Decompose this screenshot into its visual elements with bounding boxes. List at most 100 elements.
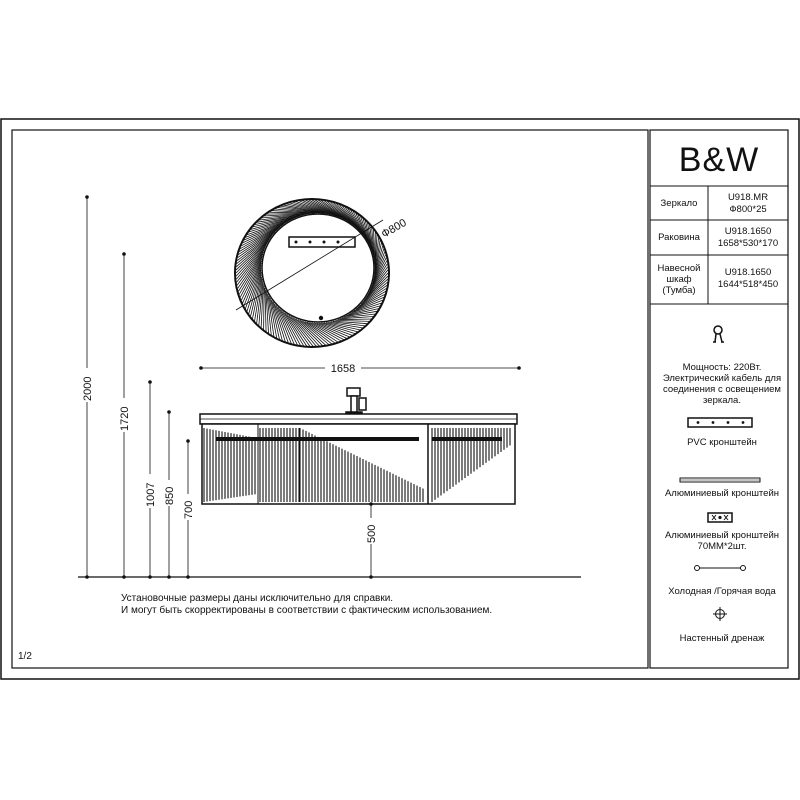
alu-bracket-70-label-2: 70ММ*2шт. — [697, 541, 747, 552]
drain-icon — [713, 607, 727, 621]
mirror-hatch-line — [238, 251, 264, 292]
mirror-hatch-line — [238, 253, 264, 295]
mirror-hatch-line — [236, 235, 273, 268]
mirror-hatch-line — [355, 294, 385, 310]
height-500-label: 500 — [366, 525, 378, 543]
mirror-hatch-line — [309, 322, 342, 342]
mirror-hatch-line — [350, 302, 382, 314]
mirror-hatch-line — [235, 239, 270, 274]
mirror-hatch-line — [373, 245, 384, 278]
mirror-hatch-line — [366, 272, 389, 297]
mirror-hatch-line — [256, 279, 263, 324]
mirror-hatch-line — [360, 284, 388, 305]
mirror-hatch-line — [236, 231, 276, 262]
mirror-hatch-line — [318, 322, 353, 336]
mirror-hatch-line — [246, 218, 293, 236]
mirror-hatch-line — [363, 278, 388, 301]
mirror: Ф800 — [234, 198, 409, 348]
mirror-hatch-line — [282, 311, 305, 347]
spec-mirror-model: U918.MR — [727, 192, 769, 203]
mirror-light-bar — [288, 236, 356, 248]
mirror-hatch-line — [237, 229, 277, 258]
mirror-hatch-line — [245, 219, 290, 238]
basin-top — [199, 413, 518, 425]
power-note-3: соединения с освещением — [663, 384, 781, 395]
mirror-hatch-line — [304, 321, 336, 344]
brand-logo: B&W — [678, 141, 760, 179]
mirror-hatch-line — [360, 215, 373, 251]
mirror-hatch-line — [374, 240, 381, 273]
mirror-hatch-line — [344, 310, 378, 318]
drawing-frame — [11, 129, 649, 669]
mirror-hatch-line — [238, 228, 279, 255]
spec-basin-size: 1658*530*170 — [717, 238, 779, 249]
power-note-4: зеркала. — [703, 395, 741, 406]
mirror-hatch-line — [245, 265, 262, 309]
mirror-hatch-line — [284, 312, 308, 348]
spec-basin-name: Раковина — [658, 232, 700, 243]
mirror-hatch-line — [323, 322, 359, 333]
mirror-hatch-line — [373, 229, 376, 264]
mirror-hatch-line — [373, 248, 385, 280]
mirror-hatch-line — [297, 199, 339, 217]
height-2000-label: 2000 — [82, 377, 94, 401]
vanity-cabinet — [201, 423, 516, 505]
mirror-ring-hatch — [235, 198, 389, 348]
mirror-hatch-line — [339, 316, 374, 320]
height-700-label: 700 — [183, 501, 195, 519]
mirror-hatch-line — [352, 299, 383, 313]
mirror-hatch-line — [374, 237, 379, 271]
spec-mirror-size: Ф800*25 — [729, 204, 767, 215]
mirror-hatch-line — [290, 316, 318, 348]
mirror-hatch-line — [372, 254, 386, 285]
cable-icon — [713, 325, 724, 343]
mirror-hatch-line — [235, 237, 271, 271]
mirror-hatch-line — [242, 260, 262, 304]
drain-label: Настенный дренаж — [679, 633, 765, 644]
mirror-hatch-line — [321, 322, 356, 335]
mirror-hatch-line — [295, 318, 324, 347]
width-dimension: 1658 — [199, 362, 521, 375]
note-line-2: И могут быть скорректированы в соответст… — [121, 605, 493, 616]
mirror-hatch-line — [330, 321, 366, 327]
spec-basin-model: U918.1650 — [724, 226, 772, 237]
mirror-hatch-line — [294, 200, 337, 217]
mirror-hatch-line — [268, 296, 278, 339]
mirror-hatch-line — [266, 292, 272, 336]
mirror-hatch-line — [241, 223, 284, 247]
mirror-hatch-line — [260, 283, 264, 329]
mirror-hatch-line — [246, 267, 262, 312]
title-panel-lines — [650, 185, 788, 305]
mirror-hatch-line — [250, 216, 297, 230]
mirror-hatch-line — [367, 222, 375, 257]
pvc-bracket-label: PVC кронштейн — [687, 437, 757, 448]
page-number: 1/2 — [18, 651, 32, 662]
mirror-hatch-line — [282, 204, 327, 214]
power-note-2: Электрический кабель для — [662, 373, 782, 384]
mirror-hatch-line — [265, 290, 269, 334]
mirror-hatch-line — [243, 262, 262, 307]
mirror-hatch-line — [346, 308, 379, 317]
mirror-hatch-line — [359, 288, 387, 307]
pvc-bracket-icon — [687, 417, 753, 428]
mirror-hatch-line — [238, 226, 281, 252]
mirror-hatch-line — [297, 319, 327, 346]
mirror-hatch-line — [243, 221, 288, 241]
mirror-hatch-line — [286, 314, 311, 348]
power-note-1: Мощность: 220Вт. — [682, 362, 762, 373]
mirror-hatch-line — [371, 257, 387, 287]
note-line-1: Установочные размеры даны исключительно … — [121, 593, 394, 604]
mirror-hatch-line — [267, 294, 275, 338]
mirror-hatch-line — [332, 320, 368, 325]
mirror-hatch-line — [258, 214, 306, 221]
mirror-hatch-line — [316, 322, 351, 338]
mirror-hatch-line — [348, 305, 381, 315]
mirror-hatch-line — [240, 225, 283, 250]
mirror-hatch-line — [313, 322, 348, 339]
mirror-hatch-line — [370, 260, 388, 289]
mirror-hatch-line — [235, 243, 268, 280]
water-label: Холодная /Горячая вода — [668, 586, 776, 597]
mirror-hatch-line — [258, 281, 264, 326]
alu-bracket-70-label-1: Алюминиевый кронштейн — [664, 530, 780, 541]
